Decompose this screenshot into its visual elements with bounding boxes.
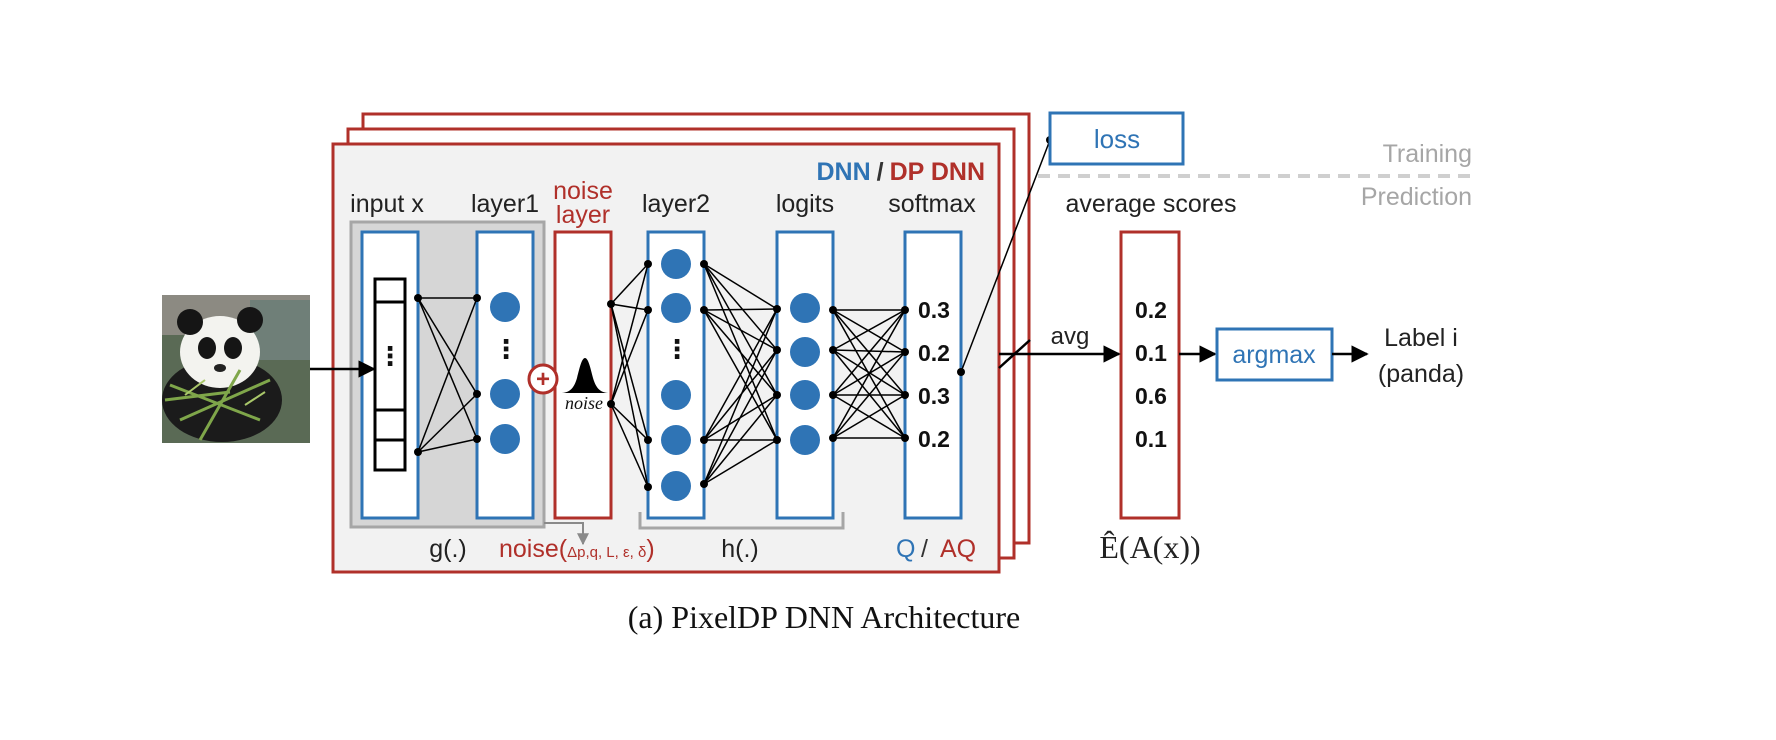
average-score-value: 0.1	[1135, 426, 1167, 452]
noise-to-layer2-connections	[610, 263, 649, 488]
argmax-label: argmax	[1232, 341, 1316, 369]
layer1-label: layer1	[471, 190, 539, 218]
loss-box	[1048, 111, 1185, 166]
softmax-output-dot	[957, 368, 965, 376]
g-to-noise-arrow	[544, 522, 589, 546]
layer2-label: layer2	[642, 190, 710, 218]
logits-connection-dots	[829, 306, 909, 442]
panda-image	[162, 295, 310, 443]
layer2-node	[661, 249, 691, 279]
add-icon	[527, 363, 559, 395]
h-function-label: h(.)	[721, 535, 759, 563]
g-function-label: g(.)	[429, 535, 467, 563]
loss-label: loss	[1094, 124, 1140, 154]
q-label: Q	[896, 535, 915, 563]
average-scores-box	[1119, 230, 1181, 520]
training-label: Training	[1383, 140, 1472, 168]
prediction-label: Prediction	[1361, 183, 1472, 211]
dp-dnn-label: DP DNN	[890, 158, 985, 186]
layer2-to-logits-connections	[703, 263, 778, 485]
logits-to-softmax-connections	[832, 309, 906, 439]
expectation-label: Ê(A(x))	[1099, 529, 1200, 565]
logits-node	[790, 337, 820, 367]
average-score-value: 0.6	[1135, 383, 1167, 409]
layer2-node	[661, 293, 691, 323]
noise-close-text: )	[646, 535, 654, 563]
softmax-to-loss-line	[960, 139, 1051, 373]
layer1-node	[490, 292, 520, 322]
noise-layer-label-1: noise	[553, 177, 613, 205]
average-score-value: 0.2	[1135, 297, 1167, 323]
output-label-line1: Label i	[1384, 324, 1458, 352]
layer1-box	[475, 230, 535, 520]
dnn-header: DNN/DP DNN	[816, 158, 985, 186]
logits-node	[790, 380, 820, 410]
noise-layer-label-2: layer	[556, 201, 610, 229]
layer1-ellipsis: ⋮	[493, 334, 519, 364]
aq-label: AQ	[940, 535, 976, 563]
avg-label: avg	[1051, 323, 1090, 350]
q-slash: /	[921, 535, 928, 563]
noise-function-label: noise(Δp,q, L, ε, δ)	[499, 535, 655, 563]
output-label-line2: (panda)	[1378, 360, 1464, 388]
layer2-connection-dots	[700, 260, 781, 488]
dnn-label: DNN	[816, 158, 870, 186]
logits-box	[775, 230, 835, 520]
layer1-node	[490, 379, 520, 409]
softmax-value: 0.2	[918, 340, 950, 366]
h-function-bracket	[638, 512, 845, 530]
average-score-value: 0.1	[1135, 340, 1167, 366]
layer2-box	[646, 230, 706, 520]
softmax-box	[903, 230, 963, 520]
figure-caption: (a) PixelDP DNN Architecture	[628, 599, 1020, 635]
g-connections	[417, 297, 478, 453]
softmax-value: 0.3	[918, 297, 950, 323]
gaussian-noise-icon	[560, 358, 610, 393]
softmax-value: 0.3	[918, 383, 950, 409]
input-vector-ellipsis: ⋮	[377, 341, 403, 371]
noise-symbol: noise	[565, 393, 603, 413]
softmax-label: softmax	[888, 190, 976, 218]
logits-label: logits	[776, 190, 834, 218]
logits-node	[790, 425, 820, 455]
layer2-node	[661, 380, 691, 410]
logits-node	[790, 293, 820, 323]
softmax-value: 0.2	[918, 426, 950, 452]
input-x-label: input x	[350, 190, 424, 218]
layer1-node	[490, 424, 520, 454]
noise-params-text: Δp,q, L, ε, δ	[567, 544, 646, 561]
header-slash: /	[877, 158, 884, 186]
noise-connection-dots	[607, 260, 652, 491]
add-symbol: +	[536, 366, 550, 393]
average-scores-label: average scores	[1066, 190, 1237, 218]
input-vector	[373, 277, 407, 472]
g-connection-dots	[414, 294, 481, 456]
noise-fn-text: noise(	[499, 535, 568, 563]
layer2-ellipsis: ⋮	[664, 334, 690, 364]
layer2-node	[661, 425, 691, 455]
layer2-node	[661, 471, 691, 501]
